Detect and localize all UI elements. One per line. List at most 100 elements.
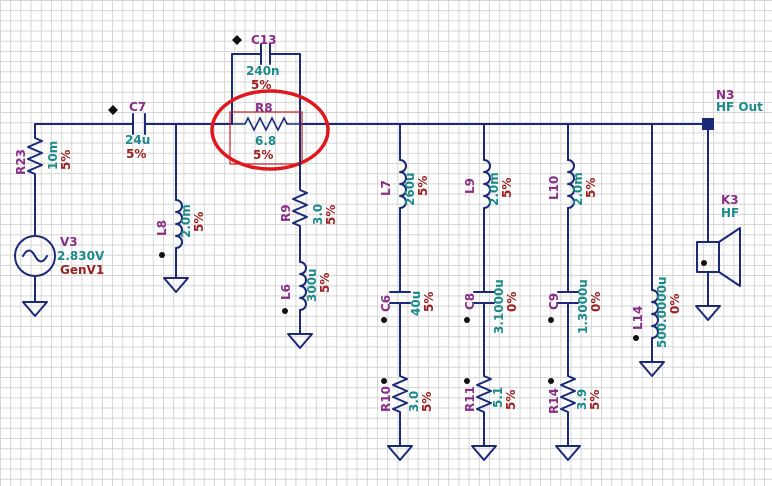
r9-value-label: 3.0 xyxy=(311,204,325,225)
c9-name-label: C9 xyxy=(547,293,561,310)
l14-dot xyxy=(633,335,639,341)
l14-tolerance-label: 0% xyxy=(668,294,682,314)
l9-inductor[interactable] xyxy=(483,123,491,293)
l7-inductor[interactable] xyxy=(399,123,407,293)
v3-value-label: 2.830V xyxy=(57,249,105,263)
c8-name-label: C8 xyxy=(463,293,477,310)
l8-value-label: 2.0m xyxy=(179,204,193,238)
c6-tolerance-label: 5% xyxy=(422,292,436,312)
l6-inductor[interactable] xyxy=(299,261,307,335)
c6-value-label: 40u xyxy=(409,291,423,316)
r10-dot xyxy=(381,378,387,384)
r23-tolerance-label: 5% xyxy=(59,150,73,170)
r11-value-label: 5.1 xyxy=(491,387,505,408)
c7-name-label: C7 xyxy=(129,100,146,114)
r14-name-label: R14 xyxy=(547,388,561,414)
r14-tolerance-label: 5% xyxy=(588,390,602,410)
c9-dot xyxy=(548,317,554,323)
c7-capacitor[interactable] xyxy=(132,113,146,135)
l14-value-label: 500.0000u xyxy=(655,276,669,348)
k3-dot xyxy=(701,260,707,266)
ground-icon xyxy=(695,305,721,321)
r8-resistor[interactable] xyxy=(232,116,300,132)
r23-name-label: R23 xyxy=(14,149,28,175)
l14-inductor[interactable] xyxy=(651,123,659,363)
ground-icon xyxy=(287,333,313,349)
v3-ac-voltage-source-icon[interactable] xyxy=(14,235,56,303)
ground-icon xyxy=(639,361,665,377)
r10-value-label: 3.0 xyxy=(407,391,421,412)
l8-tolerance-label: 5% xyxy=(192,212,206,232)
l8-name-label: L8 xyxy=(155,220,169,236)
r8-selection-box xyxy=(229,111,303,165)
c7-value-label: 24u xyxy=(125,133,150,147)
l6-dot xyxy=(282,308,288,314)
l7-tolerance-label: 5% xyxy=(416,176,430,196)
n3-value-label: HF Out xyxy=(716,100,763,114)
r10-name-label: R10 xyxy=(379,386,393,412)
c13-dot xyxy=(232,35,242,45)
c8-tolerance-label: 0% xyxy=(505,292,519,312)
ground-icon xyxy=(387,445,413,461)
v3-name-label: V3 xyxy=(60,235,78,249)
c8-dot xyxy=(464,317,470,323)
r23-resistor[interactable] xyxy=(27,123,43,237)
r11-name-label: R11 xyxy=(463,386,477,412)
r14-dot xyxy=(548,378,554,384)
c13-tolerance-label: 5% xyxy=(251,78,271,92)
k3-name-label: K3 xyxy=(721,193,739,207)
l9-name-label: L9 xyxy=(463,178,477,194)
l6-tolerance-label: 5% xyxy=(318,273,332,293)
c9-value-label: 1.3000u xyxy=(576,279,590,334)
l14-name-label: L14 xyxy=(631,306,645,330)
r8-name-label: R8 xyxy=(255,101,273,115)
c8-capacitor[interactable] xyxy=(473,291,495,369)
r14-value-label: 3.9 xyxy=(575,389,589,410)
l9-value-label: 2.0m xyxy=(487,172,501,206)
r14-resistor[interactable] xyxy=(560,367,576,447)
ground-icon xyxy=(22,301,48,317)
l8-dot xyxy=(159,252,165,258)
r11-resistor[interactable] xyxy=(476,367,492,447)
c9-tolerance-label: 0% xyxy=(589,292,603,312)
r23-value-label: 10m xyxy=(46,141,60,170)
l7-name-label: L7 xyxy=(379,180,393,196)
r11-tolerance-label: 5% xyxy=(504,390,518,410)
r8-value-label: 6.8 xyxy=(255,134,276,148)
c7-tolerance-label: 5% xyxy=(126,147,146,161)
ground-icon xyxy=(555,445,581,461)
l10-value-label: 2.0m xyxy=(571,172,585,206)
r9-name-label: R9 xyxy=(279,204,293,222)
ground-icon xyxy=(471,445,497,461)
l9-tolerance-label: 5% xyxy=(500,178,514,198)
c9-capacitor[interactable] xyxy=(557,291,579,369)
l6-value-label: 300u xyxy=(305,268,319,302)
r8-tolerance-label: 5% xyxy=(253,148,273,162)
r10-resistor[interactable] xyxy=(392,367,408,447)
c7-polarity-dot xyxy=(108,105,118,115)
k3-value-label: HF xyxy=(721,206,739,220)
l10-tolerance-label: 5% xyxy=(584,178,598,198)
c13-value-label: 240n xyxy=(246,64,280,78)
l10-name-label: L10 xyxy=(547,176,561,200)
n3-name-label: N3 xyxy=(716,88,734,102)
highlight-circle xyxy=(210,89,330,171)
ground-icon xyxy=(163,277,189,293)
l7-value-label: 260u xyxy=(403,172,417,206)
c6-name-label: C6 xyxy=(379,295,393,312)
r11-dot xyxy=(464,378,470,384)
r10-tolerance-label: 5% xyxy=(420,392,434,412)
c6-dot xyxy=(381,317,387,323)
l6-name-label: L6 xyxy=(279,284,293,300)
l10-inductor[interactable] xyxy=(567,123,575,293)
speaker-icon[interactable] xyxy=(696,123,741,307)
c8-value-label: 3.1000u xyxy=(492,279,506,334)
v3-model-label: GenV1 xyxy=(60,263,104,277)
c13-name-label: C13 xyxy=(251,33,277,47)
c6-capacitor[interactable] xyxy=(389,291,411,369)
r9-resistor[interactable] xyxy=(292,123,308,263)
r9-tolerance-label: 5% xyxy=(324,205,338,225)
l8-inductor[interactable] xyxy=(175,123,183,279)
